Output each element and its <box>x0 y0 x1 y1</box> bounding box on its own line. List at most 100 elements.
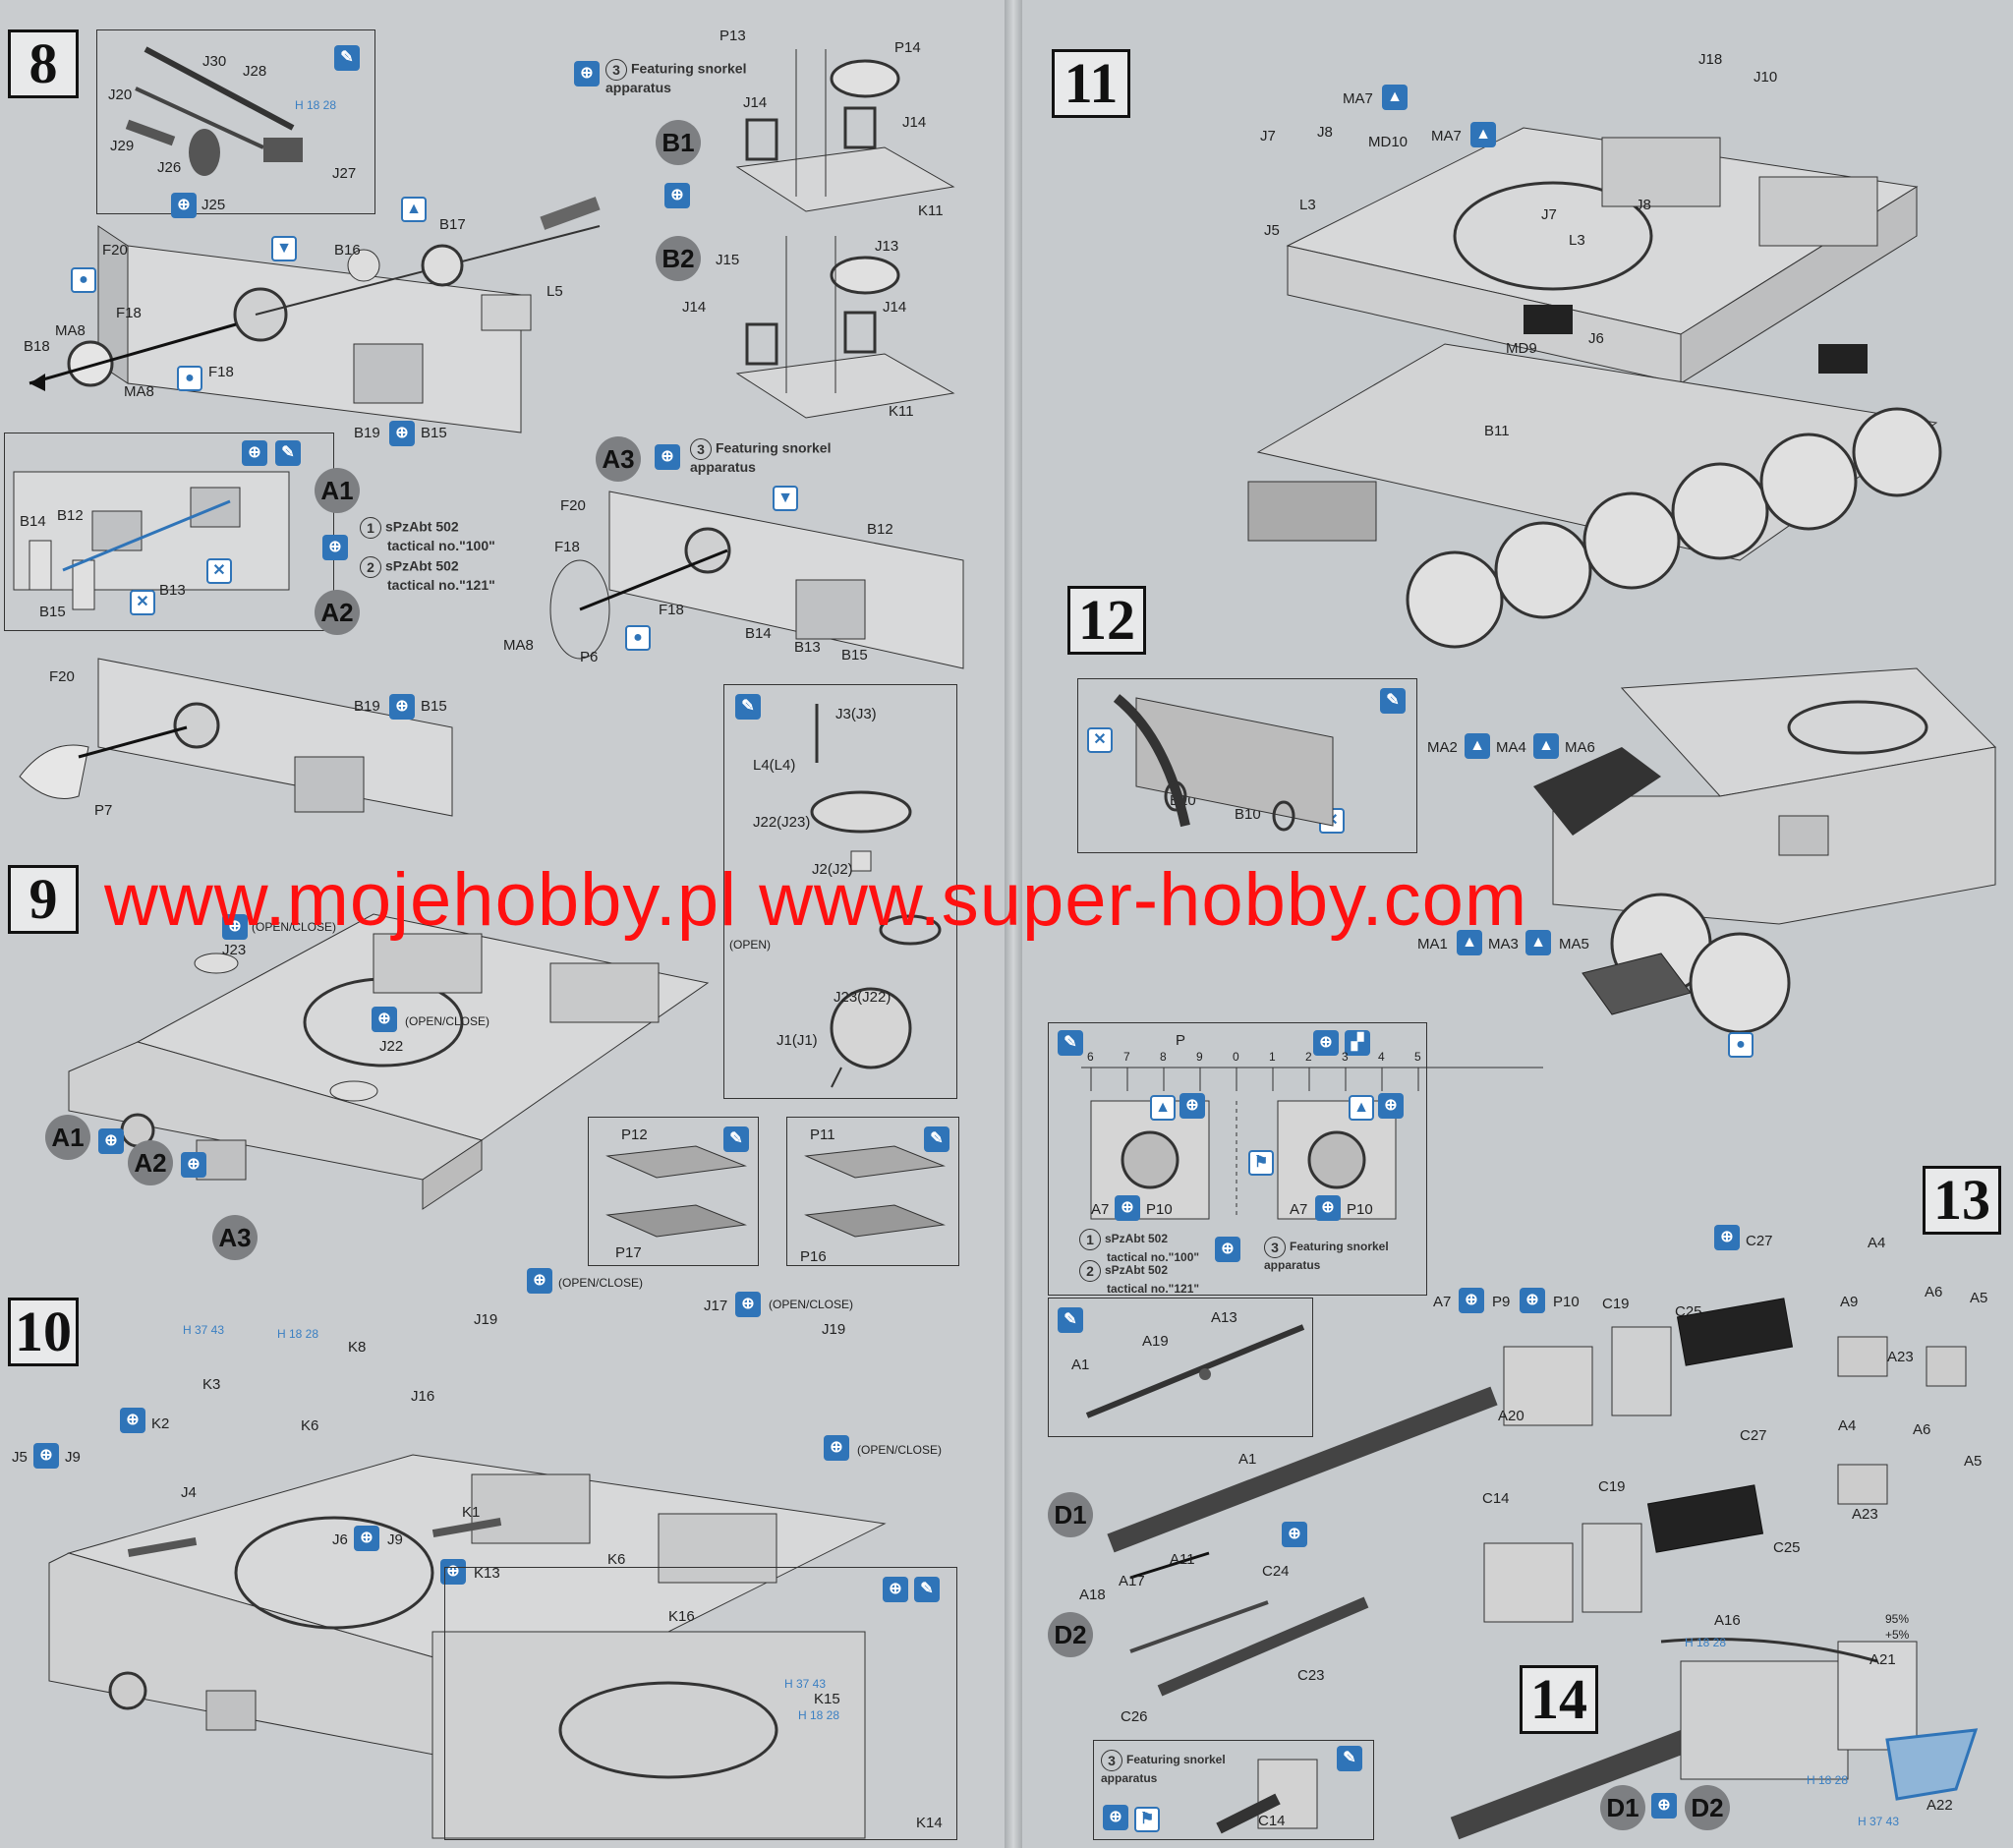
decal-icon: ✕ <box>1087 727 1113 753</box>
ruler-number: 4 <box>1378 1050 1385 1064</box>
paint-code: H 18 28 <box>1807 1773 1849 1787</box>
part-label: K13 <box>474 1565 500 1582</box>
part-label: F18 <box>659 602 684 618</box>
part-label: MA7 <box>1431 128 1462 144</box>
part-label: C14 <box>1482 1490 1510 1507</box>
inset-mantlet-markings <box>1048 1022 1427 1296</box>
hull-assembly-drawing <box>1247 127 1942 649</box>
part-label: L3 <box>1299 197 1316 213</box>
ruler-number: 7 <box>1123 1050 1130 1064</box>
decal-icon: ▲ <box>1525 930 1551 955</box>
water-drop-icon: ● <box>625 625 651 651</box>
cement-icon: ▲ <box>1349 1095 1374 1121</box>
part-label: MA4 <box>1496 739 1526 756</box>
part-label: A20 <box>1498 1408 1524 1424</box>
paint-brush-icon: ✎ <box>1058 1030 1083 1056</box>
part-label: P12 <box>621 1126 648 1143</box>
part-label: MA6 <box>1565 739 1595 756</box>
machine-gun-drawing <box>125 46 303 176</box>
part-label: A6 <box>1925 1284 1943 1300</box>
hull-front-plate-drawing <box>29 197 601 433</box>
variant-a2-marker: A2 <box>128 1140 173 1185</box>
part-label: A17 <box>1119 1573 1145 1589</box>
decal-icon: ▲ <box>1465 733 1490 759</box>
step-11-number: 11 <box>1052 49 1130 118</box>
step-9-number: 9 <box>8 865 79 934</box>
variant-d1-marker: D1 <box>1600 1785 1645 1830</box>
part-label: K6 <box>301 1417 319 1434</box>
water-drop-icon: ● <box>1728 1032 1754 1058</box>
part-label: A1 <box>1071 1357 1090 1373</box>
glue-icon: ⊕ <box>1315 1195 1341 1221</box>
decal-icon: ✕ <box>206 558 232 584</box>
watermark-text: www.mojehobby.pl www.super-hobby.com <box>104 858 1528 942</box>
part-label: F20 <box>49 668 75 685</box>
part-label: K1 <box>462 1504 481 1521</box>
part-label: J16 <box>411 1388 435 1405</box>
part-label: K11 <box>918 202 944 219</box>
decal-icon: ▲ <box>1533 733 1559 759</box>
part-label: A11 <box>1170 1551 1195 1568</box>
part-label: K15 <box>814 1691 840 1707</box>
paint-code: H 37 43 <box>784 1677 827 1691</box>
paint-mix-95: 95% <box>1885 1612 1910 1626</box>
open-close-label: (OPEN/CLOSE) <box>405 1014 490 1028</box>
ruler-label-p: P <box>1176 1032 1186 1049</box>
part-label: K6 <box>607 1551 626 1568</box>
part-label: P10 <box>1146 1201 1173 1218</box>
decal-icon: ▲ <box>1457 930 1482 955</box>
glue-icon: ⊕ <box>389 421 415 446</box>
part-label: A4 <box>1838 1417 1857 1434</box>
paint-brush-icon: ✎ <box>334 45 360 71</box>
decal-icon: ▞ <box>1345 1030 1370 1056</box>
part-label: J6 <box>1588 330 1604 347</box>
ruler-number: 0 <box>1233 1050 1239 1064</box>
variant-b1-marker: B1 <box>656 120 701 165</box>
glue-icon: ⊕ <box>98 1128 124 1154</box>
variant-a3-marker: A3 <box>596 436 641 482</box>
glue-icon: ⊕ <box>1651 1793 1677 1819</box>
part-label: P11 <box>810 1126 835 1143</box>
part-label: B11 <box>1484 423 1510 439</box>
part-label: J18 <box>1698 51 1723 68</box>
part-label: MA3 <box>1488 936 1519 953</box>
step-13-number: 13 <box>1923 1166 2001 1235</box>
part-label: J22 <box>379 1038 404 1055</box>
part-label: J3(J3) <box>835 706 877 722</box>
part-label: J1(J1) <box>776 1032 818 1049</box>
hull-front-plate-a3-drawing <box>549 491 964 669</box>
part-label: C19 <box>1602 1296 1630 1312</box>
paint-brush-icon: ✎ <box>723 1126 749 1152</box>
inset-track-tow <box>1077 678 1417 853</box>
glue-icon: ⊕ <box>1520 1288 1545 1313</box>
part-label: J26 <box>157 159 182 176</box>
ruler-number: 6 <box>1087 1050 1094 1064</box>
part-label: J2(J2) <box>812 861 853 878</box>
part-label: B13 <box>794 639 821 656</box>
part-label: P10 <box>1347 1201 1373 1218</box>
mesh-screen-drawing <box>1582 953 1692 1015</box>
part-label: C27 <box>1746 1233 1773 1249</box>
part-label: J28 <box>243 63 267 80</box>
part-label: C26 <box>1121 1708 1148 1725</box>
engine-grille-drawing <box>605 1145 946 1238</box>
ruler-number: 2 <box>1305 1050 1312 1064</box>
part-label: A7 <box>1290 1201 1308 1218</box>
part-label: J23(J22) <box>834 989 891 1006</box>
glue-icon: ⊕ <box>322 535 348 560</box>
part-label: J29 <box>110 138 135 154</box>
inset-grille-b1 <box>588 1117 759 1266</box>
part-label: MA2 <box>1427 739 1458 756</box>
part-label: J25 <box>201 197 226 213</box>
part-label: A13 <box>1211 1309 1237 1326</box>
part-label: A6 <box>1913 1421 1931 1438</box>
ruler-drawing <box>1081 1067 1543 1091</box>
part-label: A16 <box>1714 1612 1741 1629</box>
ruler-number: 5 <box>1414 1050 1421 1064</box>
part-label: J14 <box>682 299 707 316</box>
water-drop-icon: ● <box>177 366 202 391</box>
part-label: J9 <box>387 1531 403 1548</box>
paint-brush-icon: ✎ <box>914 1577 940 1602</box>
